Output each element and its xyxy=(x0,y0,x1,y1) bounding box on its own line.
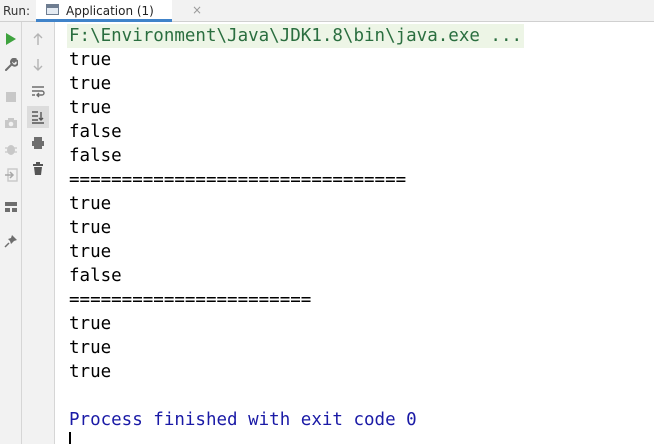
tab-close-icon[interactable]: × xyxy=(192,3,203,17)
output-line: true xyxy=(69,74,112,94)
run-tab-bar: Run: Application (1) × xyxy=(0,0,654,22)
layout-icon[interactable] xyxy=(2,198,20,216)
text-caret xyxy=(69,432,71,444)
console-output[interactable]: F:\Environment\Java\JDK1.8\bin\java.exe … xyxy=(55,22,654,444)
console-toolbar xyxy=(22,22,55,444)
output-line: true xyxy=(69,338,112,358)
trash-icon[interactable] xyxy=(29,160,47,178)
output-line: true xyxy=(69,98,112,118)
output-line: false xyxy=(69,122,122,142)
wrench-icon[interactable] xyxy=(2,56,20,74)
tab-application[interactable]: Application (1) × xyxy=(36,0,202,22)
exit-message: Process finished with exit code 0 xyxy=(69,410,417,430)
output-line: false xyxy=(69,146,122,166)
camera-icon[interactable] xyxy=(2,114,20,132)
output-line: true xyxy=(69,194,112,214)
run-toolbar xyxy=(0,22,22,444)
output-line: ======================= xyxy=(69,290,312,310)
up-arrow-icon[interactable] xyxy=(29,30,47,48)
output-line: false xyxy=(69,266,122,286)
command-line: F:\Environment\Java\JDK1.8\bin\java.exe … xyxy=(67,24,525,48)
tab-label: Application (1) xyxy=(66,4,154,18)
soft-wrap-icon[interactable] xyxy=(29,82,47,100)
bug-icon[interactable] xyxy=(2,140,20,158)
exit-icon[interactable] xyxy=(2,166,20,184)
output-line: true xyxy=(69,314,112,334)
scroll-to-end-icon[interactable] xyxy=(27,106,49,128)
down-arrow-icon[interactable] xyxy=(29,56,47,74)
output-line: true xyxy=(69,50,112,70)
stop-icon[interactable] xyxy=(2,88,20,106)
application-window-icon xyxy=(46,4,59,15)
run-label: Run: xyxy=(3,4,31,18)
output-line: ================================ xyxy=(69,170,407,190)
output-line: true xyxy=(69,242,112,262)
output-line: true xyxy=(69,218,112,238)
output-line: true xyxy=(69,362,112,382)
run-icon[interactable] xyxy=(2,30,20,48)
print-icon[interactable] xyxy=(29,134,47,152)
pin-icon[interactable] xyxy=(2,232,20,250)
